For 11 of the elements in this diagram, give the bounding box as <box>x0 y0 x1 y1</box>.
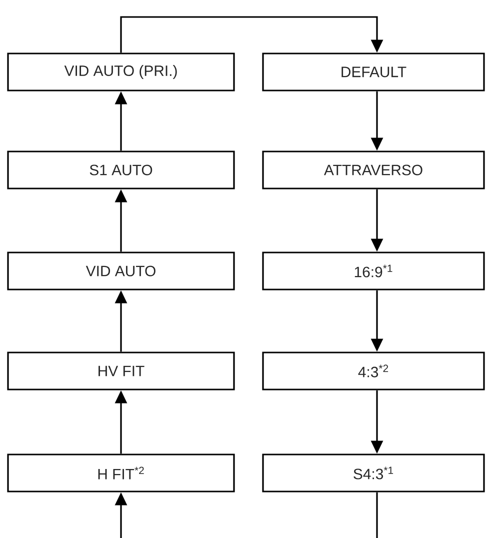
mode-box: DEFAULT <box>262 52 485 92</box>
arrow <box>120 16 384 53</box>
mode-box: H FIT$^{*2}$ <box>7 454 235 492</box>
mode-box: HV FIT <box>7 352 235 390</box>
mode-box: S4:3$^{*1}$ <box>262 454 485 492</box>
mode-box: VID AUTO (PRI.) <box>7 52 235 92</box>
mode-box: 4:3$^{*2}$ <box>262 352 485 390</box>
mode-box: VID AUTO <box>7 252 235 290</box>
mode-box: 16:9$^{*1}$ <box>262 252 485 290</box>
mode-box: ATTRAVERSO <box>262 150 485 190</box>
mode-box: S1 AUTO <box>7 150 235 190</box>
